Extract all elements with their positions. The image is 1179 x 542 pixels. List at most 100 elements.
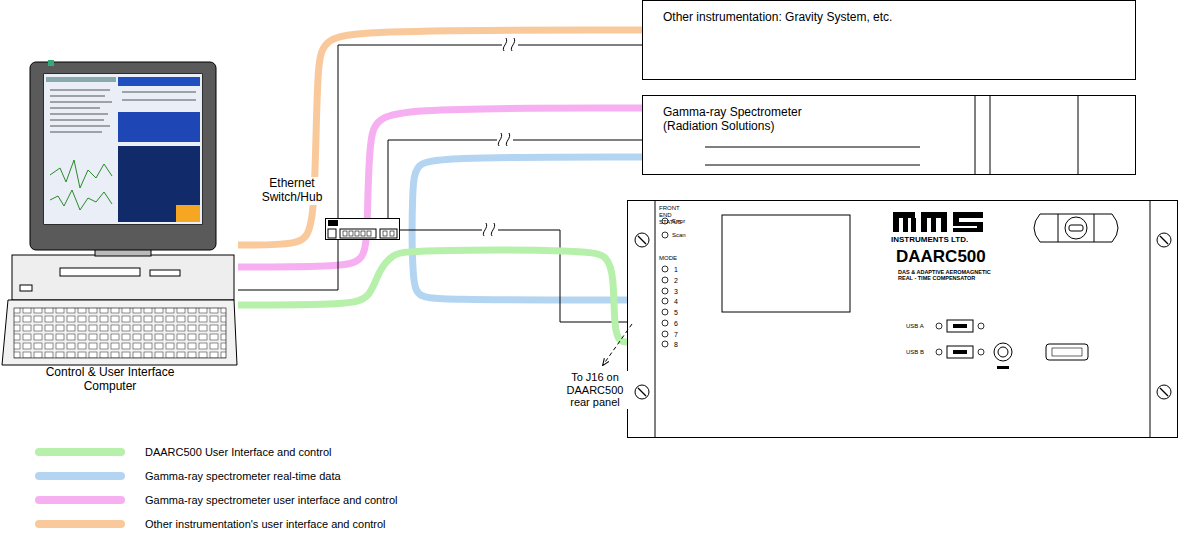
daarc500-panel-details [921,212,927,232]
legend-entry: DAARC500 User Interface and control [35,444,331,460]
data-flow-band [412,157,642,300]
computer: Control & User Interface Computer [0,60,238,405]
data-flow-band [238,108,642,267]
node-text: 5 [674,309,678,317]
daarc500-panel-details [662,288,668,294]
computer-drawing [20,285,32,291]
node-text: Ethernet Switch/Hub [254,177,330,205]
callout-label: To J16 on DAARC500 rear panel [558,371,632,409]
spectrometer-details [705,147,920,148]
computer-drawing [46,77,116,82]
daarc500-panel-details [638,236,1168,396]
ethernet-cable [238,240,338,290]
daarc500-panel-details [931,218,936,232]
node-text: Gamma-ray Spectrometer (Radiation Soluti… [663,106,843,134]
daarc500-panel-details [936,323,942,329]
daarc500-panel-details [941,218,947,232]
computer-drawing [50,108,100,109]
computer-drawing [122,92,196,93]
legend-text: Gamma-ray spectrometer real-time data [145,470,341,482]
daarc500-panel-details [1052,348,1082,356]
daarc500-panel-details [1046,344,1088,360]
daarc500-panel-details [1034,214,1118,242]
node-text: INSTRUMENTS LTD. [891,235,968,244]
computer-drawing [14,308,226,358]
switch-drawing [349,231,353,236]
ethernet-cable [400,230,627,322]
computer-drawing [150,270,180,276]
computer-drawing [60,268,140,276]
daarc500-panel-details [1157,385,1171,399]
node-text: Scan [672,232,686,239]
daarc500-panel-details [953,350,967,354]
daarc500-panel-details [953,324,967,328]
daarc500-panel-details [662,331,668,337]
legend-swatch [35,472,125,480]
daarc500-panel-details [662,320,668,326]
daarc500-panel-details [635,233,649,247]
node-text: MODE [659,255,677,262]
daarc500-panel-details [1160,236,1168,244]
daarc500-panel-details [994,343,1012,361]
node-text: 1 [674,266,678,274]
legend-entry: Gamma-ray spectrometer user interface an… [35,492,398,508]
daarc500-panel: FRONT END STATUSErrorScanMODE12345678INS… [627,200,1178,438]
break-marks [482,38,518,236]
node-text: 2 [674,277,678,285]
daarc500-panel-details [662,218,668,347]
daarc500-panel-details [911,218,916,232]
computer-drawing [44,74,202,224]
instrument-box: Other instrumentation: Gravity System, e… [642,0,1136,80]
switch-drawing [325,218,400,240]
computer-drawing [50,114,108,115]
daarc500-panel-details [893,212,899,232]
legend-swatch [35,448,125,456]
instrument-box: Gamma-ray Spectrometer (Radiation Soluti… [642,95,1136,175]
daarc500-panel-details [1160,388,1168,396]
daarc500-panel-details [662,232,668,238]
ethernet-cable [338,45,642,218]
daarc500-panel-details [947,346,973,358]
computer-drawing [118,77,200,86]
node-text: Error [672,218,685,225]
computer-drawing [48,60,54,66]
switch-drawing [340,229,376,238]
switch-drawing [328,229,336,238]
daarc500-panel-details [638,388,646,396]
switch-drawing [361,231,365,236]
ethernet-cable [388,140,642,218]
daarc500-panel-details [662,298,668,304]
daarc500-panel-details [936,323,984,355]
switch-drawing [355,231,359,236]
computer-drawing [50,96,105,97]
legend-entry: Gamma-ray spectrometer real-time data [35,468,341,484]
daarc500-panel-details [953,228,983,232]
computer-drawing [12,255,234,300]
ethernet-switch: Ethernet Switch/Hub [325,218,400,240]
node-text: DAS & ADAPTIVE AEROMAGNETIC REAL - TIME … [898,269,998,282]
daarc500-panel-details [662,309,668,315]
node-text: 3 [674,288,678,296]
daarc500-panel-details [635,385,649,399]
computer-drawing [50,120,104,121]
computer-drawing [122,100,196,101]
daarc500-panel-details [635,200,1171,438]
legend-text: Other instrumentation's user interface a… [145,518,386,530]
computer-drawing [2,60,237,365]
node-text: USB B [906,349,924,356]
computer-drawing [118,146,200,222]
computer-drawing [176,205,200,222]
data-flow-band [238,250,627,342]
daarc500-panel-details [998,347,1008,357]
daarc500-panel-details [662,266,668,272]
computer-drawing [50,190,112,210]
node-text: Control & User Interface Computer [30,366,190,394]
computer-drawing [30,62,216,250]
computer-drawing [118,112,200,142]
computer-drawing [50,132,102,133]
computer-drawing [44,74,202,224]
daarc500-panel-details [1150,200,1151,438]
legend-entry: Other instrumentation's user interface a… [35,516,386,532]
switch-drawing [380,229,397,238]
